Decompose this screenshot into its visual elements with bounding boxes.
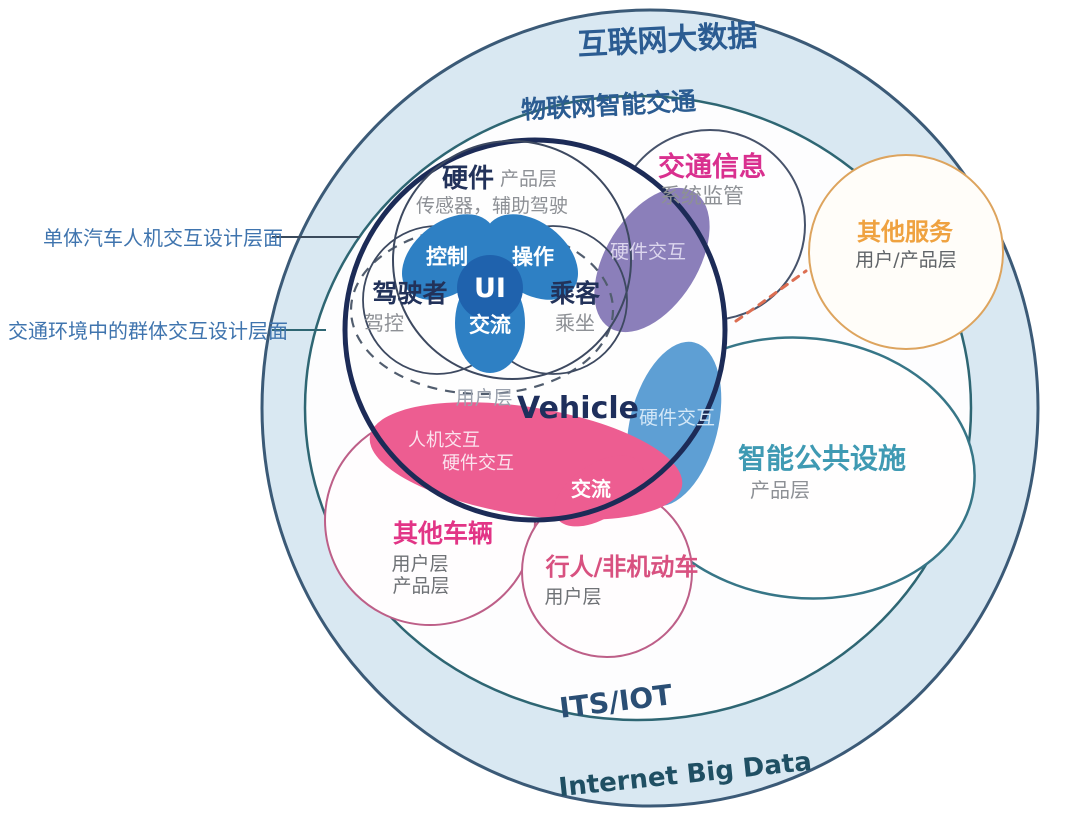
annotation-group-interaction: 交通环境中的群体交互设计层面 <box>8 319 288 343</box>
other-vehicles-sub1: 用户层 <box>391 553 448 575</box>
annotation-single-car-hmi: 单体汽车人机交互设计层面 <box>43 226 283 250</box>
passenger-title: 乘客 <box>550 279 600 308</box>
hardware-circle <box>392 140 632 380</box>
pedestrians-overlap-label: 交流 <box>571 477 611 501</box>
other-services-sub: 用户/产品层 <box>855 249 956 271</box>
pedestrians-title: 行人/非机动车 <box>545 553 699 581</box>
other-vehicles-title: 其他车辆 <box>393 519 493 548</box>
operate-label: 操作 <box>512 245 554 269</box>
driver-sub: 驾控 <box>364 311 404 335</box>
ui-label: UI <box>474 273 506 304</box>
facilities-vehicle-overlap-label: 硬件交互 <box>639 407 715 429</box>
pedestrians-sub: 用户层 <box>544 586 601 608</box>
facilities-title: 智能公共设施 <box>738 442 906 475</box>
driver-title: 驾驶者 <box>372 279 447 308</box>
traffic-vehicle-overlap-label: 硬件交互 <box>610 241 686 263</box>
other-services-title: 其他服务 <box>857 218 954 246</box>
vehicle-title: Vehicle <box>517 391 639 426</box>
traffic-vehicle-overlap-lens <box>594 187 710 333</box>
ui-center-shape <box>457 255 523 321</box>
control-label: 控制 <box>426 245 468 269</box>
hardware-desc: 传感器，辅助驾驶 <box>416 195 568 217</box>
user-layer-label: 用户层 <box>455 387 512 409</box>
other-services-circle <box>808 154 1004 350</box>
passenger-sub: 乘坐 <box>555 311 595 335</box>
othervehicles-overlap2-label: 硬件交互 <box>442 453 514 474</box>
pedestrians-vehicle-overlap-lens <box>554 455 644 527</box>
vehicle-circle-outline <box>342 137 728 523</box>
facilities-sub: 产品层 <box>750 478 810 502</box>
traffic-info-title: 交通信息 <box>658 151 766 183</box>
hardware-layer-label: 产品层 <box>500 168 557 190</box>
hardware-title: 硬件 <box>442 164 494 194</box>
communicate-blue-label: 交流 <box>469 313 511 337</box>
connector-dashed-line <box>734 269 808 323</box>
other-vehicles-sub2: 产品层 <box>392 575 449 597</box>
traffic-info-sub: 系统监管 <box>660 184 744 208</box>
othervehicles-overlap1-label: 人机交互 <box>408 430 480 451</box>
